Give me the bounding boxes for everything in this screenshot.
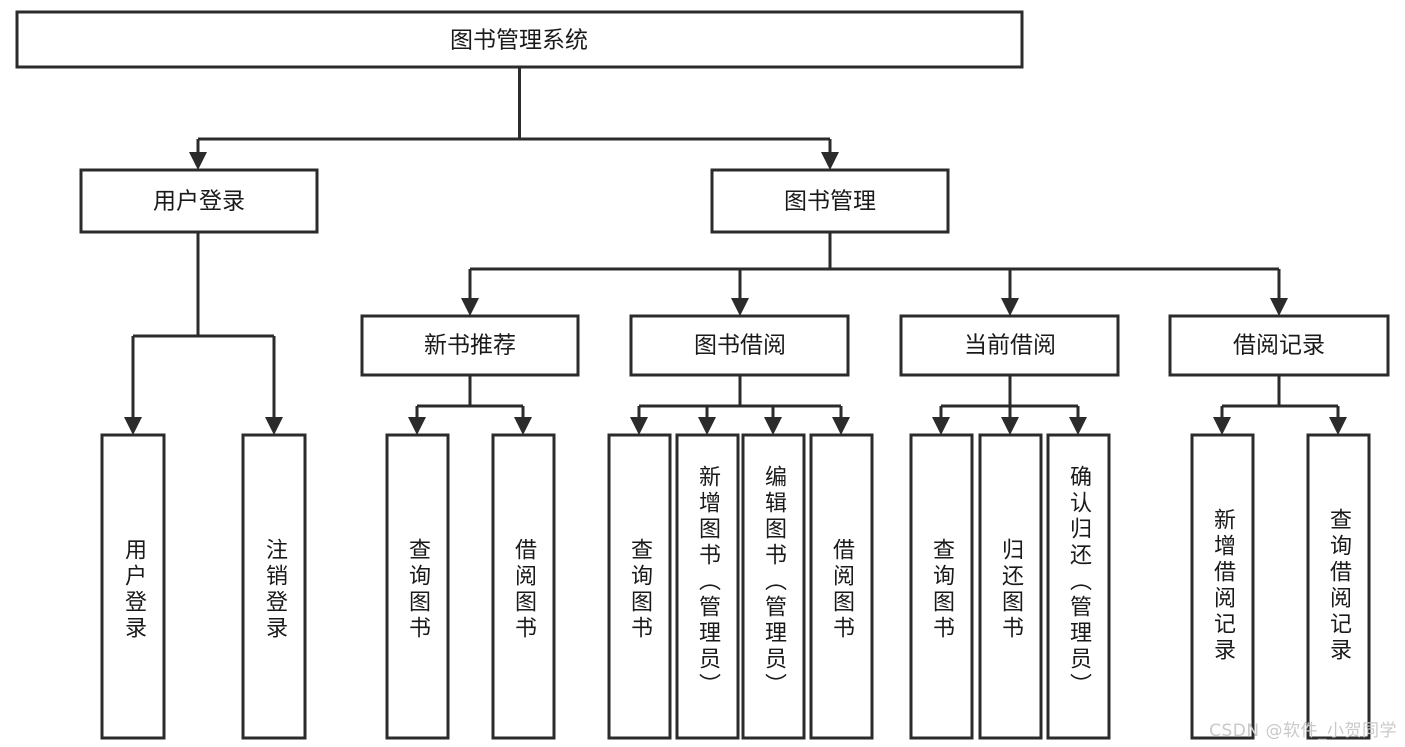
edge-group-user-login (124, 232, 283, 435)
leaf-add-book-box[interactable] (675, 433, 740, 740)
arrow-head-leaf-query-book-2 (630, 417, 648, 435)
node-new-book-rec[interactable]: 新书推荐 (360, 314, 580, 377)
arrow-head-new-book-rec (461, 298, 479, 316)
leaf-borrow-book-1-box[interactable] (491, 433, 556, 740)
arrow-head-leaf-user-login (124, 417, 142, 435)
node-borrow-record-label: 借阅记录 (1233, 333, 1325, 359)
node-book-borrow-label: 图书借阅 (694, 333, 786, 359)
node-book-borrow[interactable]: 图书借阅 (629, 314, 850, 377)
leaf-query-book-1-box[interactable] (385, 433, 450, 740)
leaf-node-borrow-book-2[interactable]: 借阅图书 (809, 433, 874, 740)
leaf-query-book-2-label: 查询图书 (627, 538, 653, 642)
leaf-node-confirm-return[interactable]: 确认归还（管理员） (1046, 433, 1111, 740)
leaf-borrow-book-2-label: 借阅图书 (829, 538, 855, 642)
node-root-label: 图书管理系统 (450, 28, 588, 54)
arrow-head-borrow-record (1270, 298, 1288, 316)
leaf-node-borrow-book-1[interactable]: 借阅图书 (491, 433, 556, 740)
node-user-login-box[interactable] (79, 168, 319, 234)
arrow-head-book-manage (821, 152, 839, 170)
leaf-node-add-book[interactable]: 新增图书（管理员） (675, 433, 740, 740)
arrow-head-leaf-query-book-1 (408, 417, 426, 435)
edge-group-book-manage (461, 232, 1288, 316)
leaf-return-book-label: 归还图书 (998, 538, 1024, 642)
node-current-borrow-box[interactable] (899, 314, 1120, 377)
node-root[interactable]: 图书管理系统 (15, 10, 1024, 69)
leaf-query-book-1-label: 查询图书 (405, 538, 431, 642)
leaf-query-record-label: 查询借阅记录 (1326, 508, 1352, 664)
leaf-borrow-book-1-label: 借阅图书 (511, 538, 537, 642)
leaf-user-logout-box[interactable] (241, 433, 307, 740)
leaf-node-return-book[interactable]: 归还图书 (978, 433, 1043, 740)
arrow-head-leaf-confirm-return (1069, 417, 1087, 435)
node-new-book-rec-box[interactable] (360, 314, 580, 377)
leaf-node-query-book-2[interactable]: 查询图书 (607, 433, 672, 740)
leaf-confirm-return-label: 确认归还（管理员） (1066, 465, 1092, 699)
arrow-head-leaf-borrow-book-2 (832, 417, 850, 435)
node-book-manage-box[interactable] (710, 168, 950, 234)
node-root-box[interactable] (15, 10, 1024, 69)
leaf-node-edit-book[interactable]: 编辑图书（管理员） (741, 433, 806, 740)
edge-group-root (189, 67, 839, 170)
node-current-borrow[interactable]: 当前借阅 (899, 314, 1120, 377)
leaf-add-record-label: 新增借阅记录 (1210, 508, 1236, 664)
node-book-borrow-box[interactable] (629, 314, 850, 377)
leaf-node-query-record[interactable]: 查询借阅记录 (1306, 433, 1371, 740)
leaf-edit-book-label: 编辑图书（管理员） (761, 465, 787, 699)
arrow-head-book-borrow (731, 298, 749, 316)
edge-group-borrow-record (1213, 375, 1347, 435)
leaf-query-book-3-label: 查询图书 (929, 538, 955, 642)
leaf-node-user-logout[interactable]: 注销登录 (241, 433, 307, 740)
leaf-return-book-box[interactable] (978, 433, 1043, 740)
leaf-node-query-book-1[interactable]: 查询图书 (385, 433, 450, 740)
node-borrow-record-box[interactable] (1168, 314, 1390, 377)
arrow-head-leaf-add-record (1213, 417, 1231, 435)
node-user-login-label: 用户登录 (153, 189, 245, 215)
arrow-head-leaf-edit-book (764, 417, 782, 435)
edge-group-current-borrow (932, 375, 1087, 435)
edge-group-book-borrow (630, 375, 850, 435)
node-book-manage[interactable]: 图书管理 (710, 168, 950, 234)
leaf-confirm-return-box[interactable] (1046, 433, 1111, 740)
leaf-user-logout-label: 注销登录 (262, 538, 288, 642)
leaf-query-book-2-box[interactable] (607, 433, 672, 740)
leaf-query-book-3-box[interactable] (909, 433, 974, 740)
arrow-head-current-borrow (1001, 298, 1019, 316)
leaf-query-record-box[interactable] (1306, 433, 1371, 740)
leaf-add-record-box[interactable] (1190, 433, 1255, 740)
arrow-head-leaf-return-book (1001, 417, 1019, 435)
arrow-head-leaf-add-book (698, 417, 716, 435)
arrow-head-leaf-borrow-book-1 (514, 417, 532, 435)
node-user-login[interactable]: 用户登录 (79, 168, 319, 234)
arrow-head-leaf-user-logout (265, 417, 283, 435)
leaf-node-add-record[interactable]: 新增借阅记录 (1190, 433, 1255, 740)
leaf-user-login-box[interactable] (100, 433, 166, 740)
node-new-book-rec-label: 新书推荐 (424, 333, 516, 359)
leaf-node-query-book-3[interactable]: 查询图书 (909, 433, 974, 740)
node-current-borrow-label: 当前借阅 (964, 333, 1056, 359)
leaf-edit-book-box[interactable] (741, 433, 806, 740)
node-book-manage-label: 图书管理 (784, 189, 876, 215)
edge-group-new-book-rec (408, 375, 532, 435)
leaf-borrow-book-2-box[interactable] (809, 433, 874, 740)
arrow-head-leaf-query-record (1329, 417, 1347, 435)
node-borrow-record[interactable]: 借阅记录 (1168, 314, 1390, 377)
leaf-add-book-label: 新增图书（管理员） (695, 465, 721, 699)
arrow-head-leaf-query-book-3 (932, 417, 950, 435)
leaf-user-login-label: 用户登录 (121, 538, 147, 642)
arrow-head-user-login (189, 152, 207, 170)
leaf-node-user-login[interactable]: 用户登录 (100, 433, 166, 740)
